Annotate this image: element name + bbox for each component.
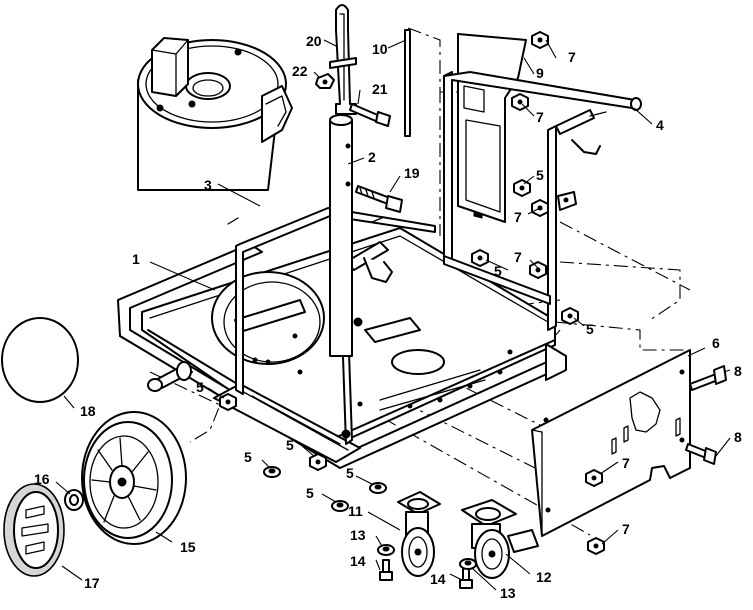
retaining-ring [1,317,79,403]
wheel [81,411,187,545]
nut-22 [315,73,335,89]
bolt-14-left [379,559,393,581]
callout-9: 9 [536,65,544,81]
bolt-14-right [459,567,473,589]
callout-7-plate: 7 [622,455,630,471]
vertical-tube [329,114,353,357]
callout-12: 12 [536,569,552,585]
callout-11: 11 [348,503,363,519]
lift-handle [329,4,357,115]
callout-4: 4 [656,117,664,133]
callout-18: 18 [80,403,96,419]
callout-8-lower: 8 [734,429,742,445]
screw-8-lower [685,443,717,465]
callout-20: 20 [306,33,322,49]
callout-3: 3 [204,177,212,193]
leader-lines [55,39,731,591]
callout-5-low: 5 [306,485,314,501]
callout-5-left: 5 [244,449,252,465]
axle-washer [64,489,84,511]
side-frame [443,71,642,331]
bolt-21 [349,103,391,127]
callout-5-panel: 5 [536,167,544,183]
callout-14-left: 14 [350,553,366,569]
callout-5-center: 5 [286,437,294,453]
callout-6: 6 [712,335,720,351]
vacuum-tank [137,37,293,191]
screw-8-upper [689,365,727,391]
callout-5-right: 5 [586,321,594,337]
washer-13 [377,544,477,570]
callout-22: 22 [292,63,308,79]
callout-16: 16 [34,471,50,487]
callout-15: 15 [180,539,196,555]
callout-14-right: 14 [430,571,446,587]
callout-21: 21 [372,81,388,97]
callout-7-plate-low: 7 [622,521,630,537]
callout-10: 10 [372,41,388,57]
callout-17: 17 [84,575,100,591]
callout-5-axle: 5 [196,379,204,395]
caster-12 [461,499,539,579]
callout-7-panel: 7 [536,109,544,125]
callout-7-low: 7 [514,249,522,265]
bolt-19 [355,185,403,213]
callout-13-right: 13 [500,585,516,601]
callout-5-panel-low: 5 [494,263,502,279]
callout-19: 19 [404,165,420,181]
callout-8-upper: 8 [734,363,742,379]
callout-2: 2 [368,149,376,165]
support-rod [404,29,411,137]
callout-13-left: 13 [350,527,366,543]
callout-5-mid: 5 [346,465,354,481]
callout-labels: 1 2 3 4 5 5 5 5 5 5 5 5 5 6 7 7 7 7 7 7 … [34,33,742,601]
caster-11 [397,491,441,577]
hubcap [3,483,65,577]
callout-1: 1 [132,251,140,267]
callout-7-mid: 7 [514,209,522,225]
back-plate [531,349,691,537]
callout-7-top: 7 [568,49,576,65]
